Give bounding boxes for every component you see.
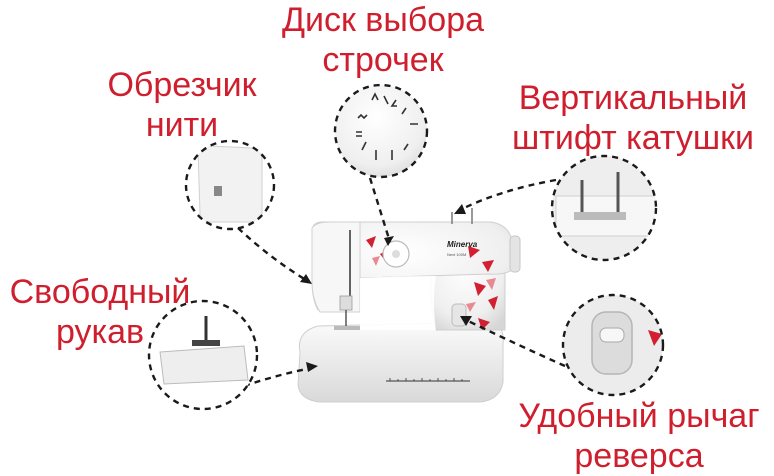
label-free-arm-line1: Свободный: [9, 273, 191, 311]
arrow-stitch-dial: [368, 177, 392, 243]
label-thread-cutter-line1: Обрезчик: [107, 66, 257, 104]
arrow-spool-pin: [459, 178, 557, 212]
inset-spool-pin: [550, 154, 658, 262]
label-reverse-lever-line2: реверса: [574, 437, 704, 475]
inset-thread-cutter: [184, 139, 276, 231]
label-reverse-lever-line1: Удобный рычаг: [518, 397, 760, 435]
label-reverse-lever: Удобный рычаг реверса: [508, 396, 770, 476]
label-thread-cutter: Обрезчик нити: [84, 65, 280, 145]
label-stitch-dial: Диск выбора строчек: [266, 0, 500, 80]
inset-stitch-dial: [333, 83, 429, 179]
brand-label: Minerva: [447, 240, 478, 249]
label-free-arm-line2: рукав: [55, 313, 145, 351]
inset-free-arm: [147, 299, 259, 411]
label-spool-pin: Вертикальный штифт катушки: [502, 78, 764, 158]
arrow-free-arm: [243, 366, 313, 388]
label-spool-pin-line2: штифт катушки: [512, 119, 754, 157]
label-free-arm: Свободный рукав: [0, 272, 200, 352]
label-stitch-dial-line2: строчек: [322, 41, 444, 79]
arrow-heads: [300, 204, 472, 372]
model-label: Next 100M: [447, 252, 466, 257]
label-spool-pin-line1: Вертикальный: [518, 79, 748, 117]
callout-arrows: [237, 177, 566, 388]
label-thread-cutter-line2: нити: [145, 106, 219, 144]
arrow-thread-cutter: [237, 227, 307, 282]
sewing-machine: Minerva Next 100M: [297, 208, 521, 403]
inset-reverse-lever: [561, 293, 665, 397]
label-stitch-dial-line1: Диск выбора: [281, 1, 485, 39]
